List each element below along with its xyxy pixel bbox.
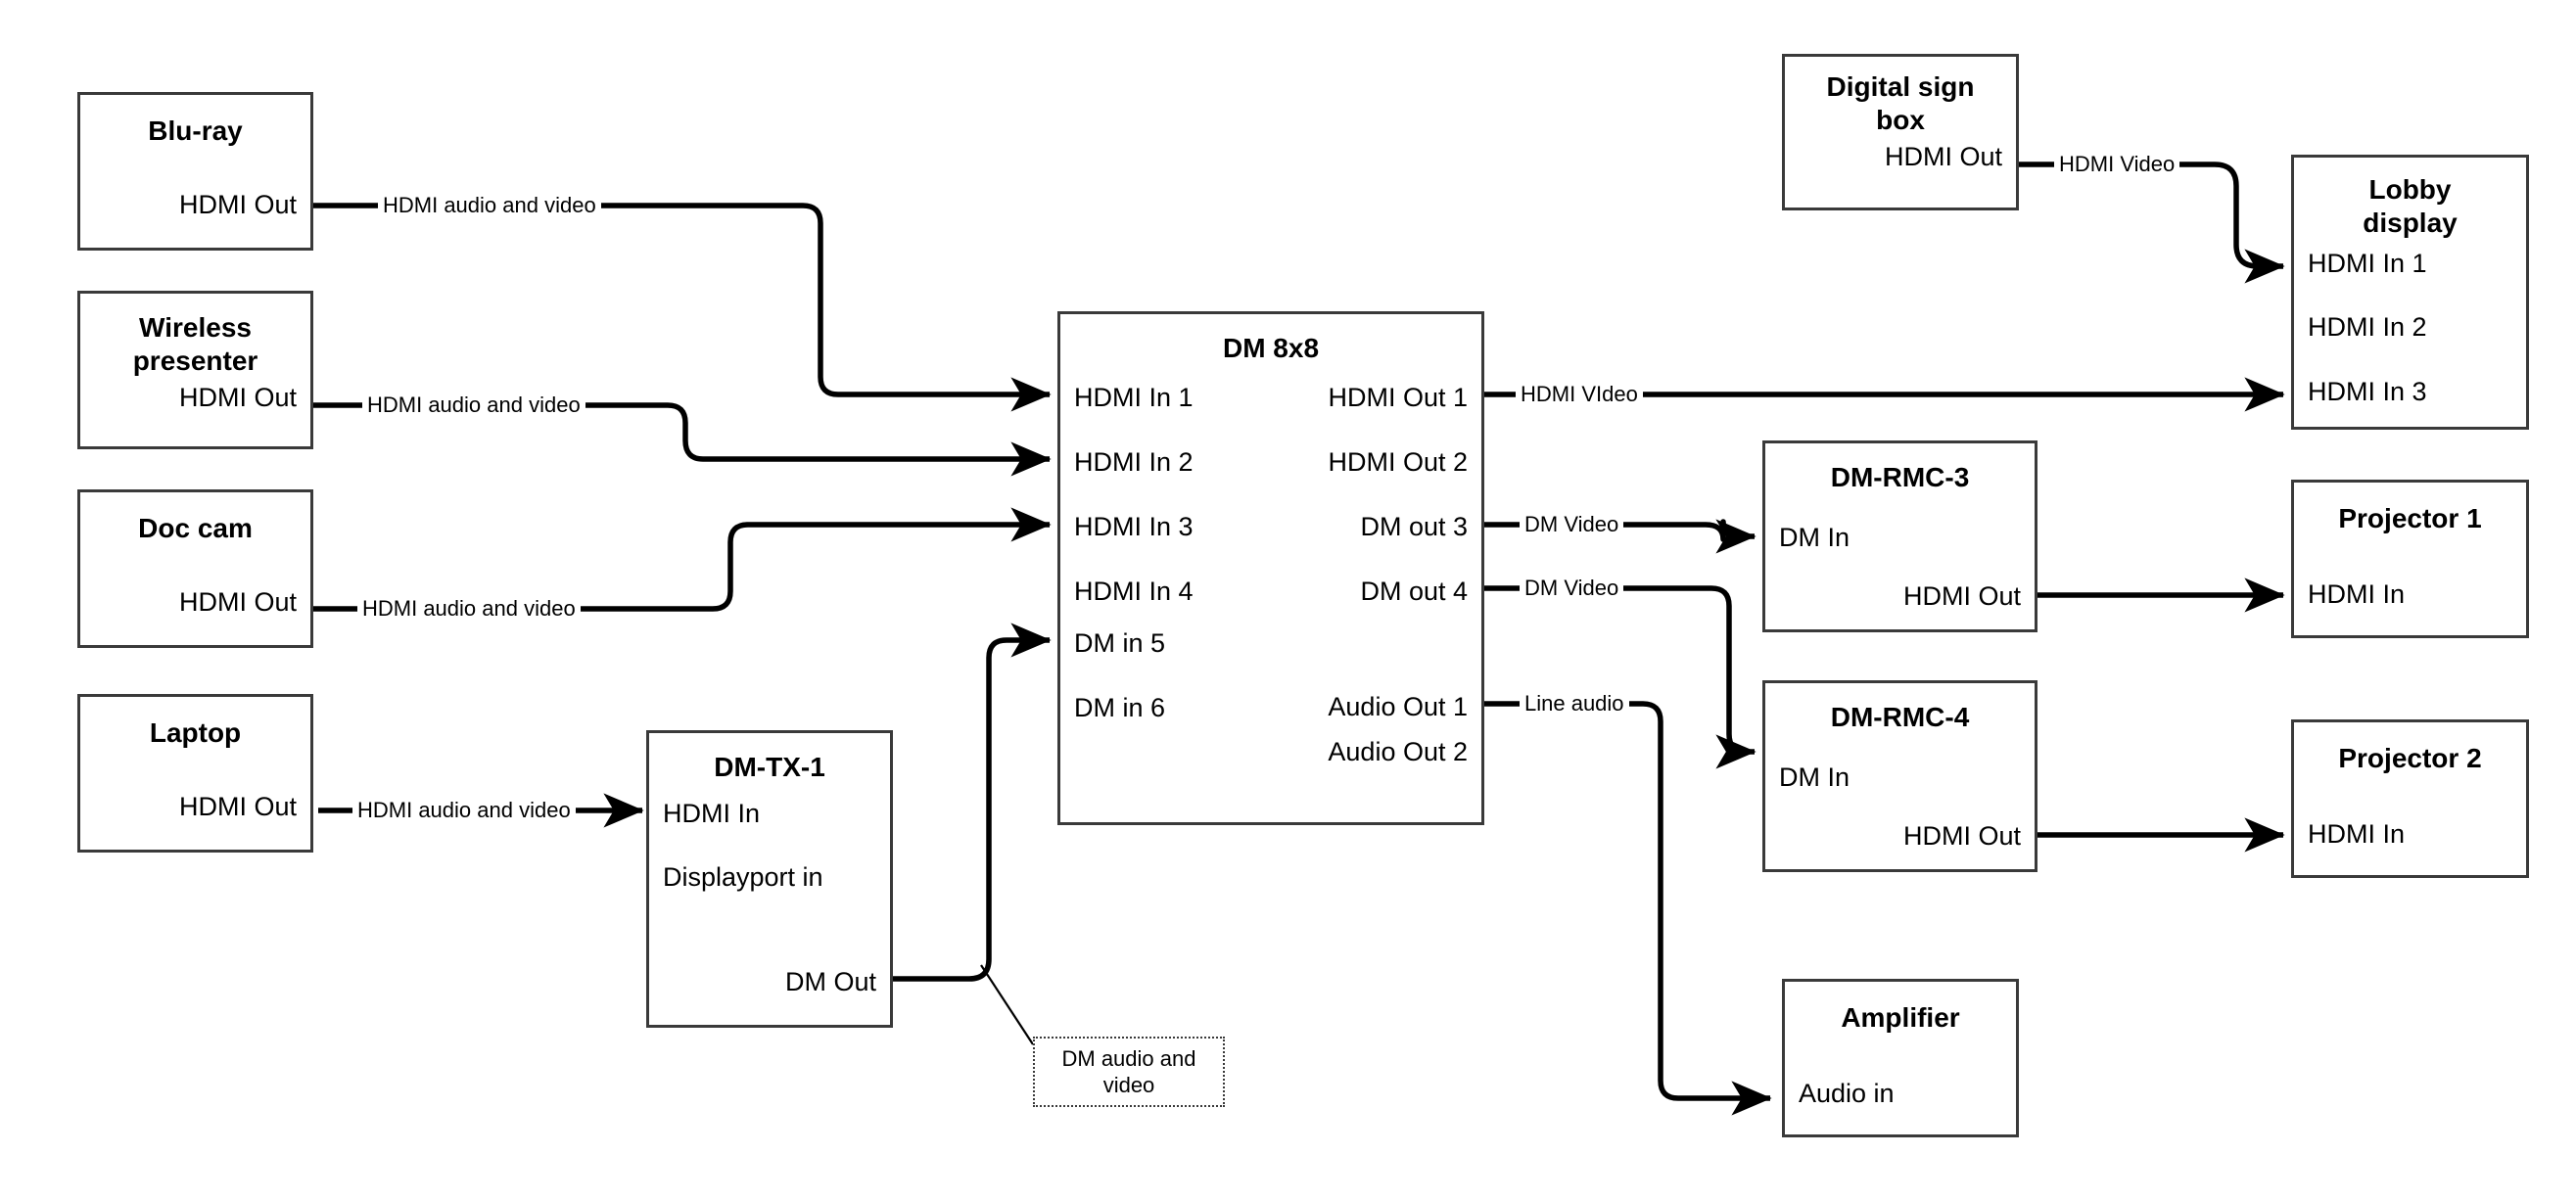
wire-dm-tx-1-to-dm-in-5 [893,623,1052,982]
port-dm-8x8-hdmi-in-4[interactable]: HDMI In 4 [1074,577,1194,606]
node-lobby-display-title-line1: Lobby [2368,174,2452,205]
port-lobby-display-hdmi-in-1[interactable]: HDMI In 1 [2308,249,2427,278]
port-dm-rmc-4-hdmi-out[interactable]: HDMI Out [1902,821,2021,851]
port-projector-2-hdmi-in[interactable]: HDMI In [2308,819,2406,849]
wire-label-blu-ray-to-dm-in-1: HDMI audio and video [378,193,601,218]
port-wireless-presenter-hdmi-out[interactable]: HDMI Out [178,383,297,412]
wire-label-sign-box-to-lobby-in-1: HDMI Video [2054,152,2180,177]
wire-label-audio-out-1-to-amplifier: Line audio [1520,691,1629,716]
wire-label-laptop-to-dm-tx-1: HDMI audio and video [352,798,576,823]
wire-label-dm-out-3-to-rmc-3: DM Video [1520,512,1624,537]
node-dm-8x8-title: DM 8x8 [1222,333,1320,363]
node-projector-2-title: Projector 2 [2338,743,2482,773]
port-laptop-hdmi-out[interactable]: HDMI Out [178,792,297,821]
port-dm-8x8-dm-out-3[interactable]: DM out 3 [1360,512,1468,541]
node-lobby-display[interactable]: Lobby display HDMI In 1 HDMI In 2 HDMI I… [2291,155,2529,430]
port-dm-8x8-hdmi-in-2[interactable]: HDMI In 2 [1074,447,1194,477]
port-dm-8x8-hdmi-out-1[interactable]: HDMI Out 1 [1328,383,1468,412]
port-dm-8x8-dm-out-4[interactable]: DM out 4 [1360,577,1468,606]
port-lobby-display-hdmi-in-2[interactable]: HDMI In 2 [2308,312,2427,342]
port-doc-cam-hdmi-out[interactable]: HDMI Out [178,587,297,617]
node-laptop-title: Laptop [149,717,242,748]
node-amplifier[interactable]: Amplifier Audio in [1782,979,2019,1137]
port-dm-8x8-hdmi-in-3[interactable]: HDMI In 3 [1074,512,1194,541]
port-dm-8x8-audio-out-2[interactable]: Audio Out 2 [1328,737,1468,766]
node-laptop[interactable]: Laptop HDMI Out [77,694,313,853]
port-dm-8x8-hdmi-out-2[interactable]: HDMI Out 2 [1328,447,1468,477]
node-wireless-presenter-title-line2: presenter [132,346,258,376]
port-dm-rmc-3-hdmi-out[interactable]: HDMI Out [1902,581,2021,611]
node-doc-cam[interactable]: Doc cam HDMI Out [77,489,313,648]
port-projector-1-hdmi-in[interactable]: HDMI In [2308,579,2406,609]
node-dm-rmc-3[interactable]: DM-RMC-3 DM In HDMI Out [1762,440,2037,632]
node-projector-1-title: Projector 1 [2338,503,2482,533]
node-dm-rmc-4-title: DM-RMC-4 [1830,702,1970,732]
wire-label-hdmi-out-1-to-lobby-in-3: HDMI VIdeo [1516,382,1643,407]
node-dm-rmc-4[interactable]: DM-RMC-4 DM In HDMI Out [1762,680,2037,872]
port-dm-8x8-hdmi-in-1[interactable]: HDMI In 1 [1074,383,1194,412]
port-dm-8x8-audio-out-1[interactable]: Audio Out 1 [1328,692,1468,721]
node-wireless-presenter-title-line1: Wireless [139,312,252,343]
port-blu-ray-hdmi-out[interactable]: HDMI Out [178,190,297,219]
node-lobby-display-title-line2: display [2363,208,2458,238]
port-lobby-display-hdmi-in-3[interactable]: HDMI In 3 [2308,377,2427,406]
wire-sign-box-to-lobby-in-1 [2019,162,2285,284]
node-dm-tx-1-title: DM-TX-1 [714,752,825,782]
port-dm-rmc-3-dm-in[interactable]: DM In [1779,523,1850,552]
port-dm-tx-1-hdmi-in[interactable]: HDMI In [663,799,761,828]
node-doc-cam-title: Doc cam [138,513,253,543]
node-amplifier-title: Amplifier [1841,1002,1960,1033]
node-wireless-presenter[interactable]: Wireless presenter HDMI Out [77,291,313,449]
port-amplifier-audio-in[interactable]: Audio in [1799,1079,1895,1108]
node-projector-1[interactable]: Projector 1 HDMI In [2291,480,2529,638]
wire-label-doc-cam-to-dm-in-3: HDMI audio and video [357,596,581,622]
node-dm-tx-1[interactable]: DM-TX-1 HDMI In Displayport in DM Out [646,730,893,1028]
node-digital-sign-box-title-line2: box [1876,105,1925,135]
node-blu-ray-title: Blu-ray [148,115,243,146]
port-dm-tx-1-dm-out[interactable]: DM Out [784,967,876,996]
wire-label-wireless-to-dm-in-2: HDMI audio and video [362,393,585,418]
port-dm-8x8-dm-in-5[interactable]: DM in 5 [1074,628,1166,658]
port-dm-8x8-dm-in-6[interactable]: DM in 6 [1074,693,1166,722]
node-dm-rmc-3-title: DM-RMC-3 [1830,462,1970,492]
node-digital-sign-box-title-line1: Digital sign [1826,71,1975,102]
annotation-dm-audio-and-video: DM audio and video [1033,1037,1225,1107]
port-dm-rmc-4-dm-in[interactable]: DM In [1779,762,1850,792]
node-digital-sign-box[interactable]: Digital sign box HDMI Out [1782,54,2019,210]
wire-audio-out-1-to-amplifier [1481,701,1772,1116]
wire-dm-out-4-to-rmc-4 [1481,585,1756,769]
wire-blu-ray-to-dm-in-1 [313,203,1052,412]
port-digital-sign-box-hdmi-out[interactable]: HDMI Out [1884,142,2002,171]
port-dm-tx-1-displayport-in[interactable]: Displayport in [663,862,823,892]
node-blu-ray[interactable]: Blu-ray HDMI Out [77,92,313,251]
node-dm-8x8[interactable]: DM 8x8 HDMI In 1 HDMI In 2 HDMI In 3 HDM… [1057,311,1484,825]
wire-label-dm-out-4-to-rmc-4: DM Video [1520,576,1624,601]
wire-note-leader [980,964,1034,1045]
node-projector-2[interactable]: Projector 2 HDMI In [2291,719,2529,878]
